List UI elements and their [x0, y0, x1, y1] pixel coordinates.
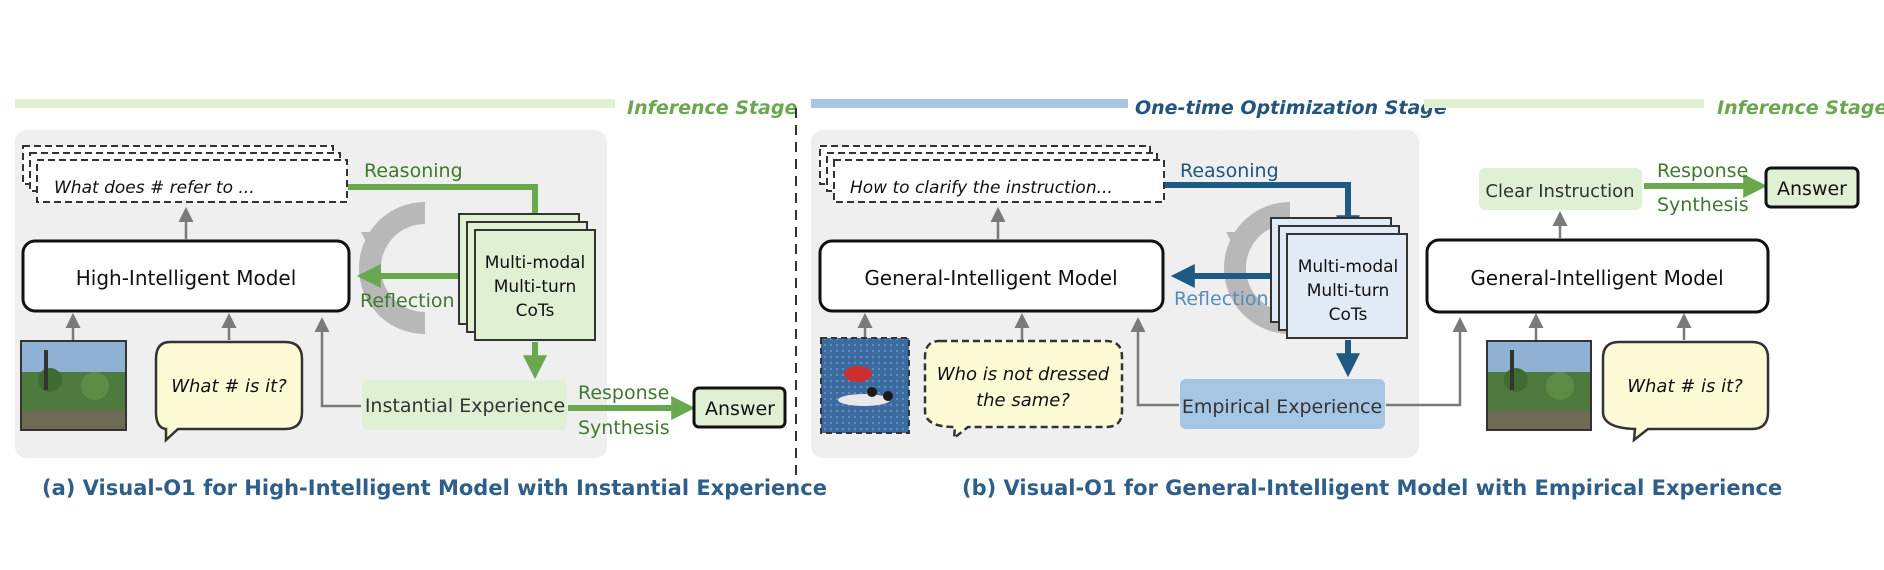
caption-a: (a) Visual-O1 for High-Intelligent Model…: [42, 476, 827, 500]
cots-line-3-b: CoTs: [1329, 305, 1368, 325]
reflection-label-b: Reflection: [1174, 288, 1269, 310]
scene-image-a: [20, 340, 127, 431]
question-bubble-c: [1601, 340, 1770, 443]
synthesis-label-b: Synthesis: [1657, 194, 1749, 216]
reflection-loop-b: [1224, 202, 1291, 334]
answer-box-a: [692, 386, 787, 429]
reasoning-label-b: Reasoning: [1180, 160, 1279, 182]
scene-image-b: [820, 337, 910, 434]
question-text-b-line-1: Who is not dressed: [937, 364, 1110, 385]
query-stack-a: What does # refer to ...: [22, 145, 348, 203]
query-stack-b: How to clarify the instruction...: [819, 145, 1165, 203]
question-bubble-b: [923, 339, 1124, 441]
inference-stage-bar-b: [1424, 99, 1704, 108]
answer-label-b: Answer: [1777, 178, 1847, 200]
reasoning-arrow-b: [1165, 182, 1360, 240]
inference-stage-bar: [15, 99, 615, 108]
panel-b: One-time Optimization Stage Inference St…: [811, 97, 1884, 500]
cots-line-2-b: Multi-turn: [1307, 281, 1390, 301]
general-intelligent-model-label-right: General-Intelligent Model: [1470, 266, 1723, 290]
synthesis-label-a: Synthesis: [578, 417, 670, 439]
question-bubble-a: [154, 340, 304, 443]
scene-image-c: [1486, 340, 1592, 431]
cots-line-1-a: Multi-modal: [485, 253, 586, 273]
stage-label-inference-a: Inference Stage: [627, 97, 797, 119]
general-intelligent-model-label-left: General-Intelligent Model: [864, 266, 1117, 290]
high-intelligent-model-box: [21, 239, 351, 313]
cots-line-2-a: Multi-turn: [494, 277, 577, 297]
empirical-experience-label: Empirical Experience: [1182, 396, 1382, 418]
arrow-experience-to-model-a: [314, 317, 361, 408]
reasoning-label-a: Reasoning: [364, 160, 463, 182]
question-text-c: What # is it?: [1627, 376, 1743, 397]
cots-stack-b: Multi-modal Multi-turn CoTs: [1270, 217, 1408, 339]
cots-line-3-a: CoTs: [516, 301, 555, 321]
reflection-loop-arrowhead-a: [361, 232, 391, 260]
query-text-b: How to clarify the instruction...: [850, 178, 1113, 198]
response-label-b: Response: [1657, 160, 1748, 182]
high-intelligent-model-label: High-Intelligent Model: [76, 266, 297, 290]
question-text-a: What # is it?: [171, 376, 287, 397]
clear-instruction-label: Clear Instruction: [1485, 181, 1634, 202]
answer-label-a: Answer: [705, 398, 775, 420]
panel-a: Inference Stage What does # refer to ...…: [15, 97, 827, 500]
instantial-experience-box: [362, 380, 567, 430]
clear-instruction-box: [1479, 168, 1642, 210]
instantial-experience-label: Instantial Experience: [365, 395, 565, 417]
optimization-stage-bar: [811, 99, 1128, 108]
general-intelligent-model-box-left: [818, 239, 1165, 313]
question-text-b-line-2: the same?: [976, 390, 1070, 411]
caption-b: (b) Visual-O1 for General-Intelligent Mo…: [962, 476, 1782, 500]
empirical-experience-box: [1180, 379, 1385, 429]
arrow-experience-to-model-right: [1386, 317, 1468, 407]
query-text-a: What does # refer to ...: [54, 178, 255, 198]
stage-label-optimization: One-time Optimization Stage: [1135, 97, 1447, 119]
answer-box-b: [1764, 166, 1860, 209]
arrow-experience-to-model-left: [1130, 317, 1179, 407]
cots-stack-a: Multi-modal Multi-turn CoTs: [458, 213, 596, 341]
general-intelligent-model-box-right: [1425, 238, 1770, 314]
cots-line-1-b: Multi-modal: [1298, 257, 1399, 277]
stage-label-inference-b: Inference Stage: [1717, 97, 1884, 119]
reflection-label-a: Reflection: [360, 290, 455, 312]
reflection-loop-arrowhead-b: [1226, 232, 1256, 260]
response-label-a: Response: [578, 382, 669, 404]
